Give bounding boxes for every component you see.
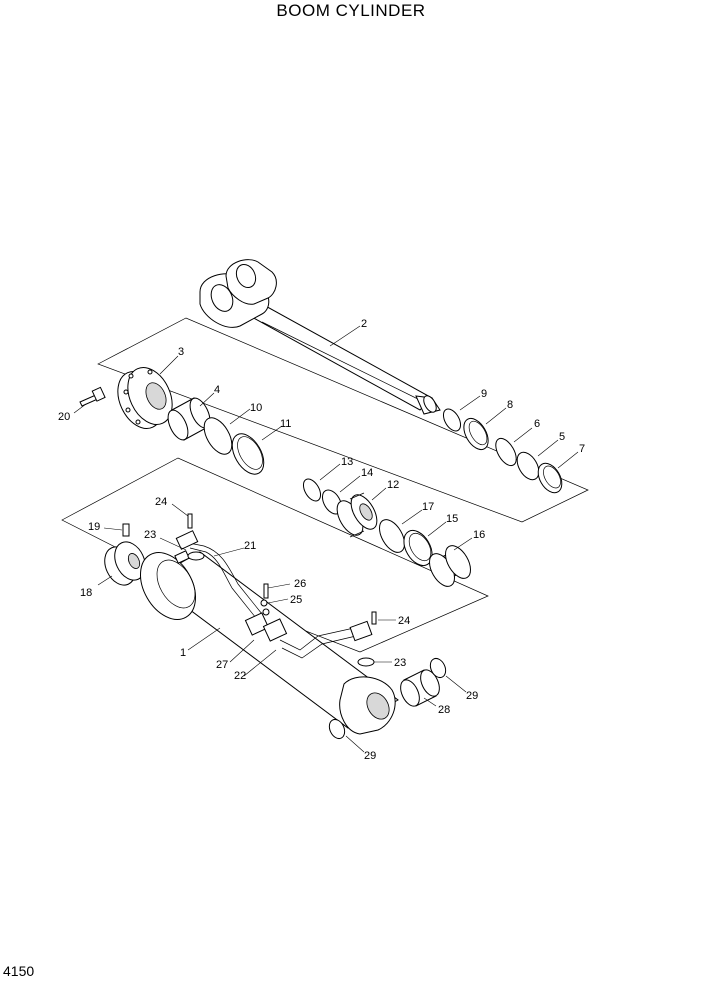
callout-4: 4: [214, 384, 220, 396]
callout-2: 2: [361, 318, 367, 330]
rod-seal-buffer-ring: [495, 437, 517, 467]
piston-o-ring: [302, 478, 322, 502]
o-ring: [203, 417, 233, 455]
flange-o-ring: [357, 657, 375, 667]
callout-16: 16: [473, 529, 485, 541]
rod-cover-gland: [117, 367, 173, 429]
callout-14: 14: [361, 467, 373, 479]
flange-bolt: [371, 611, 377, 625]
callout-25: 25: [290, 594, 302, 606]
gland-bolt: [79, 386, 106, 407]
callout-21: 21: [244, 540, 256, 552]
callout-23-pipe: 23: [144, 529, 156, 541]
callout-19: 19: [88, 521, 100, 533]
callout-11: 11: [280, 418, 291, 430]
back-up-ring: [231, 433, 265, 475]
rod-seal-backup: [537, 462, 563, 494]
callout-23-flange: 23: [394, 657, 406, 669]
callout-29-bottom: 29: [364, 750, 376, 762]
callout-28: 28: [438, 704, 450, 716]
pin-bushing: [400, 669, 440, 707]
dust-seal-bottom: [328, 718, 346, 740]
callout-29-top: 29: [466, 690, 478, 702]
u-packing: [516, 451, 540, 481]
pipe-clamp: [244, 608, 288, 642]
bushing: [167, 397, 211, 441]
callout-13: 13: [341, 456, 353, 468]
callout-17: 17: [422, 501, 434, 513]
callout-9: 9: [481, 388, 487, 400]
callout-20: 20: [58, 411, 70, 423]
cylinder-tube: [140, 550, 399, 735]
rod-group-outline: [97, 317, 589, 523]
clamp-bolt: [263, 583, 269, 599]
page-number: 4150: [3, 963, 35, 979]
set-screw: [122, 523, 130, 537]
pipe-o-ring: [187, 551, 205, 561]
callout-10: 10: [250, 402, 262, 414]
callout-18: 18: [80, 587, 92, 599]
wear-ring: [379, 519, 405, 553]
spring-washer: [260, 599, 268, 607]
callout-12: 12: [387, 479, 399, 491]
callout-6: 6: [534, 418, 540, 430]
piston-rod: [199, 259, 441, 415]
callout-22: 22: [234, 670, 246, 682]
callout-1: 1: [180, 647, 186, 659]
callout-7: 7: [579, 443, 585, 455]
callout-26: 26: [294, 578, 306, 590]
dust-wiper: [463, 417, 489, 451]
callout-24-pipe: 24: [155, 496, 167, 508]
piston: [336, 492, 378, 538]
callout-5: 5: [559, 431, 565, 443]
callout-8: 8: [507, 399, 513, 411]
pipe-assembly: [175, 530, 373, 659]
callout-24-flange: 24: [398, 615, 410, 627]
dust-ring: [429, 545, 471, 587]
page-title: BOOM CYLINDER: [276, 1, 426, 20]
dust-seal-top: [429, 657, 447, 679]
lock-nut: [104, 541, 146, 586]
snap-ring: [442, 408, 462, 432]
callout-15: 15: [446, 513, 458, 525]
callout-27: 27: [216, 659, 228, 671]
pipe-bolt: [187, 513, 193, 529]
callout-3: 3: [178, 346, 184, 358]
piston-seal: [403, 529, 433, 567]
leader-lines: [73, 325, 579, 753]
